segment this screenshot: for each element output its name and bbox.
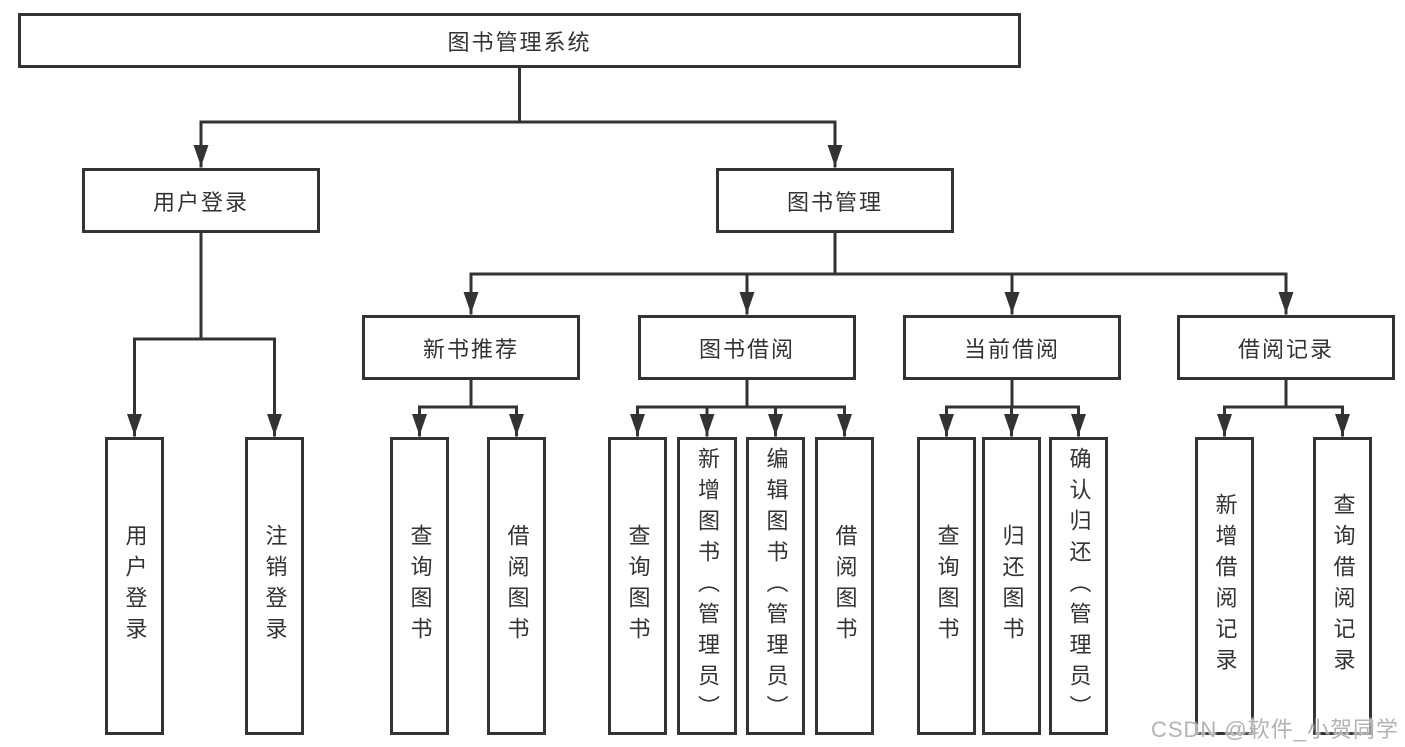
node-library-system: 图书管理系统 <box>18 13 1021 68</box>
leaf-user-login-label: 用户登录 <box>122 524 148 648</box>
leaf-cb-return-books-label: 归还图书 <box>999 524 1025 648</box>
leaf-nb-borrow-books: 借阅图书 <box>487 437 546 735</box>
leaf-bb-add-book-admin-label: 新增图书（管理员） <box>695 446 720 726</box>
node-current-borrowing-label: 当前借阅 <box>963 336 1060 362</box>
leaf-nb-query-books: 查询图书 <box>390 437 449 735</box>
leaf-bb-edit-book-admin-label: 编辑图书（管理员） <box>763 446 789 726</box>
leaf-cb-confirm-return-admin-label: 确认归还（管理员） <box>1066 446 1092 726</box>
leaf-cb-query-books: 查询图书 <box>917 437 976 735</box>
node-current-borrowing: 当前借阅 <box>903 315 1121 380</box>
leaf-br-add-record: 新增借阅记录 <box>1195 437 1254 735</box>
node-book-management: 图书管理 <box>716 168 954 233</box>
node-user-login-label: 用户登录 <box>152 189 249 215</box>
leaf-nb-borrow-books-label: 借阅图书 <box>504 524 530 648</box>
leaf-cb-confirm-return-admin: 确认归还（管理员） <box>1049 437 1108 735</box>
leaf-logout-label: 注销登录 <box>262 524 288 648</box>
leaf-bb-query-books: 查询图书 <box>608 437 667 735</box>
leaf-br-query-record-label: 查询借阅记录 <box>1330 493 1356 679</box>
leaf-cb-return-books: 归还图书 <box>982 437 1041 735</box>
leaf-user-login: 用户登录 <box>105 437 164 735</box>
leaf-cb-query-books-label: 查询图书 <box>934 524 960 648</box>
node-new-book-recommend: 新书推荐 <box>362 315 580 380</box>
node-borrowing-records: 借阅记录 <box>1177 315 1395 380</box>
leaf-bb-add-book-admin: 新增图书（管理员） <box>677 437 737 735</box>
node-book-management-label: 图书管理 <box>786 189 883 215</box>
node-new-book-recommend-label: 新书推荐 <box>422 336 519 362</box>
node-book-borrowing-label: 图书借阅 <box>698 336 795 362</box>
leaf-bb-edit-book-admin: 编辑图书（管理员） <box>746 437 805 735</box>
leaf-logout: 注销登录 <box>245 437 304 735</box>
node-user-login: 用户登录 <box>82 168 320 233</box>
leaf-bb-query-books-label: 查询图书 <box>625 524 651 648</box>
leaf-bb-borrow-books-label: 借阅图书 <box>832 524 858 648</box>
leaf-nb-query-books-label: 查询图书 <box>407 524 433 648</box>
leaf-br-add-record-label: 新增借阅记录 <box>1212 493 1238 679</box>
node-borrowing-records-label: 借阅记录 <box>1237 336 1334 362</box>
node-book-borrowing: 图书借阅 <box>638 315 856 380</box>
leaf-br-query-record: 查询借阅记录 <box>1313 437 1372 735</box>
leaf-bb-borrow-books: 借阅图书 <box>815 437 874 735</box>
node-library-system-label: 图书管理系统 <box>447 29 592 55</box>
